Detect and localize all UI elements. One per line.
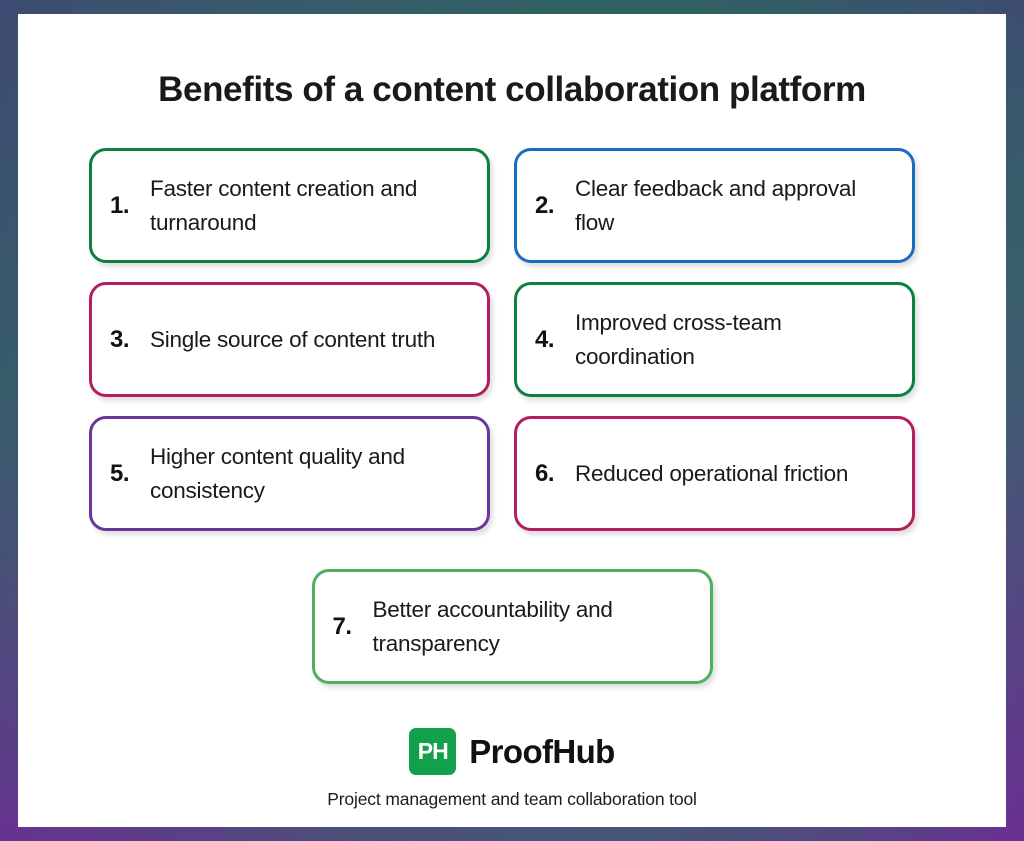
benefit-card-7[interactable]: 7. Better accountability and transparenc… [311,569,713,685]
benefit-text: Reduced operational friction [575,460,849,486]
benefit-number: 7. [332,612,353,640]
footer-branding: PH ProofHub Project management and team … [18,728,1006,810]
brand-tagline: Project management and team collaboratio… [327,789,697,810]
benefit-text: Clear feedback and approval flow [575,175,856,235]
page-title: Benefits of a content collaboration plat… [158,70,866,109]
benefit-number: 5. [110,459,130,487]
logo-mark-label: PH [417,738,449,765]
benefits-grid: 1. Faster content creation and turnaroun… [89,148,935,685]
benefit-number: 1. [110,191,130,219]
benefit-text: Better accountability and transparency [372,596,613,656]
infographic-canvas: Benefits of a content collaboration plat… [18,14,1006,827]
benefit-number: 3. [110,325,130,353]
benefit-number: 2. [535,191,555,219]
benefit-card-1[interactable]: 1. Faster content creation and turnaroun… [89,148,490,264]
benefit-card-2[interactable]: 2. Clear feedback and approval flow [514,148,915,264]
brand-name: ProofHub [469,732,615,770]
benefits-last-row: 7. Better accountability and transparenc… [89,569,935,685]
benefit-card-3[interactable]: 3. Single source of content truth [89,282,490,398]
proofhub-logo[interactable]: PH ProofHub [18,728,1006,776]
benefit-card-6[interactable]: 6. Reduced operational friction [514,416,915,532]
benefit-number: 4. [535,325,555,353]
benefit-number: 6. [535,459,555,487]
benefit-text: Faster content creation and turnaround [150,175,418,235]
benefit-text: Improved cross-team coordination [575,309,782,369]
proofhub-logo-icon: PH [409,728,457,776]
benefit-text: Single source of content truth [150,326,436,352]
benefit-text: Higher content quality and consistency [150,443,405,503]
benefit-card-4[interactable]: 4. Improved cross-team coordination [514,282,915,398]
benefit-card-5[interactable]: 5. Higher content quality and consistenc… [89,416,490,532]
